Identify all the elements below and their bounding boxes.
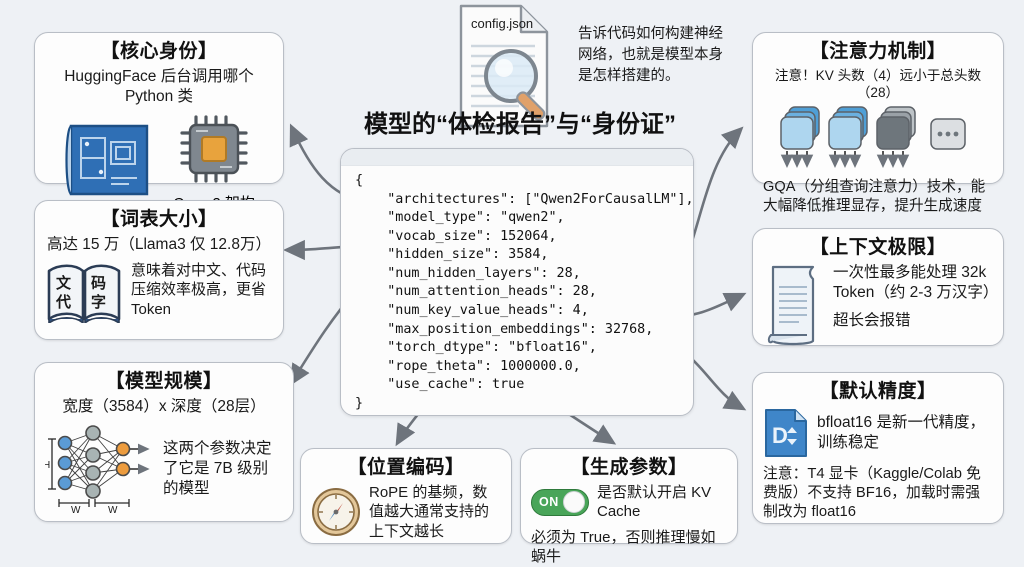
card-context-limit[interactable]: 【上下文极限】 一次性最多能处理 32k Token（约 2-3 万汉字） 超长… (752, 228, 1004, 346)
dtype-icon-label: D (772, 423, 788, 448)
card-vocab-size-title: 【词表大小】 (100, 209, 218, 230)
card-default-precision-title: 【默认精度】 (819, 381, 937, 402)
nn-axis-w1: W (71, 505, 81, 513)
card-generation-params-title: 【生成参数】 (570, 457, 688, 478)
card-vocab-size[interactable]: 【词表大小】 高达 15 万（Llama3 仅 12.8万） 文 码 代 字 (34, 200, 284, 340)
card-generation-params-body: 是否默认开启 KV Cache (597, 483, 712, 521)
card-generation-params[interactable]: 【生成参数】 ON 是否默认开启 KV Cache 必须为 True，否则推理慢… (520, 448, 738, 565)
card-attention[interactable]: 【注意力机制】 注意！KV 头数（4）远小于总头数（28） (752, 32, 1004, 214)
card-position-encoding-body: RoPE 的基频，数值越大通常支持的上下文越长 (369, 483, 490, 540)
card-position-encoding-title: 【位置编码】 (347, 457, 465, 478)
card-core-identity[interactable]: 【核心身份】 HuggingFace 后台调用哪个 Python 类 (34, 32, 284, 212)
book-char-3: 代 (55, 293, 71, 311)
card-model-scale-body: 这两个参数决定了它是 7B 级别的模型 (163, 440, 272, 498)
scroll-document-icon (763, 263, 825, 354)
kv-cache-toggle-label: ON (539, 495, 559, 510)
code-block-titlebar (341, 149, 693, 166)
card-default-precision[interactable]: 【默认精度】 D bfloat16 是新一代精度，训练稳定 注意：T4 显卡（K… (752, 372, 1004, 524)
card-model-scale[interactable]: 【模型规模】 宽度（3584）x 深度（28层） (34, 362, 294, 522)
chip-icon (178, 113, 250, 190)
card-model-scale-title: 【模型规模】 (105, 371, 223, 392)
compass-icon (311, 487, 361, 537)
card-position-encoding[interactable]: 【位置编码】 RoPE 的基频，数值越大通常支持的上下文越长 (300, 448, 512, 544)
book-char-2: 码 (91, 274, 106, 292)
config-json-icon: config.json (455, 2, 555, 130)
card-core-identity-title: 【核心身份】 (100, 41, 218, 62)
kv-cache-toggle-knob (563, 491, 585, 514)
book-char-1: 文 (56, 274, 72, 292)
config-json-note: 告诉代码如何构建神经网络，也就是模型本身是怎样搭建的。 (578, 26, 723, 85)
card-attention-body: GQA（分组查询注意力）技术，能大幅降低推理显存，提升生成速度 (763, 179, 986, 215)
gqa-heads-icon (779, 105, 977, 176)
blueprint-icon (63, 120, 155, 207)
card-vocab-size-body: 意味着对中文、代码压缩效率极高，更省 Token (131, 261, 267, 318)
nn-axis-w2: W (108, 505, 118, 513)
card-attention-subtitle: 注意！KV 头数（4）远小于总头数（28） (774, 67, 982, 101)
config-json-code: { "architectures": ["Qwen2ForCausalLM"],… (355, 173, 694, 411)
card-attention-title: 【注意力机制】 (809, 41, 947, 62)
config-json-filename: config.json (471, 16, 533, 31)
card-vocab-size-subtitle: 高达 15 万（Llama3 仅 12.8万） (47, 235, 271, 253)
book-char-4: 字 (91, 293, 106, 311)
nn-axis-h: H (45, 460, 50, 471)
neural-network-icon: H W W (43, 421, 155, 518)
card-generation-params-note: 必须为 True，否则推理慢如蜗牛 (531, 528, 716, 566)
card-default-precision-body: bfloat16 是新一代精度，训练稳定 (817, 413, 985, 451)
card-default-precision-note: 注意：T4 显卡（Kaggle/Colab 免费版）不支持 BF16，加载时需强… (763, 465, 981, 521)
card-context-limit-title: 【上下文极限】 (809, 237, 947, 258)
card-model-scale-subtitle: 宽度（3584）x 深度（28层） (62, 397, 266, 415)
card-context-limit-body: 一次性最多能处理 32k Token（约 2-3 万汉字） (833, 263, 999, 301)
kv-cache-toggle[interactable]: ON (531, 488, 589, 516)
book-icon: 文 码 代 字 (45, 261, 123, 328)
page-title: 模型的“体检报告”与“身份证” (364, 111, 676, 138)
card-context-limit-note: 超长会报错 (833, 312, 911, 330)
card-core-identity-subtitle: HuggingFace 后台调用哪个 Python 类 (64, 67, 254, 105)
config-json-code-block: { "architectures": ["Qwen2ForCausalLM"],… (340, 148, 694, 416)
dtype-file-icon: D (763, 407, 809, 459)
